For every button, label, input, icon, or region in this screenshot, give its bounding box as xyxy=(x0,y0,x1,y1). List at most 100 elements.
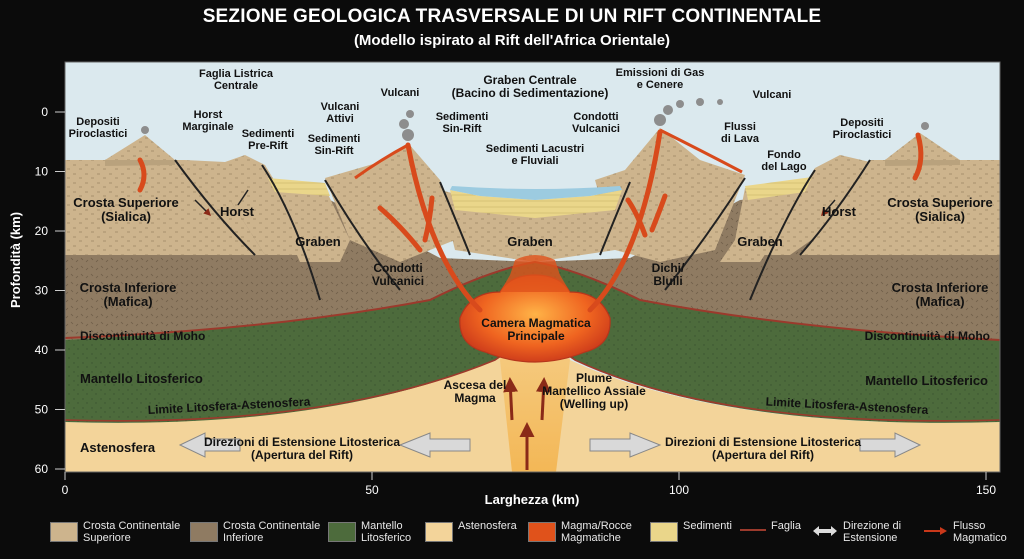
legend-text-line: Direzione di xyxy=(843,520,902,532)
diagram-title: SEZIONE GEOLOGICA TRASVERSALE DI UN RIFT… xyxy=(202,6,822,27)
label-graben-l: Graben xyxy=(295,234,341,249)
label-line: Marginale xyxy=(182,121,233,133)
label-line: (Bacino di Sedimentazione) xyxy=(452,86,609,100)
label-line: Vulcani xyxy=(753,89,792,101)
label-line: e Cenere xyxy=(637,79,683,91)
y-tick-label: 50 xyxy=(35,403,49,417)
label-line: Sedimenti xyxy=(308,133,361,145)
graben-left-block xyxy=(265,180,350,262)
magma-conduits xyxy=(137,129,924,313)
x-tick-label: 50 xyxy=(365,483,379,497)
legend-swatch xyxy=(650,522,678,542)
legend-text-line: Sedimenti xyxy=(683,520,732,532)
label-line: Graben xyxy=(507,234,553,249)
label-line: Horst xyxy=(220,204,255,219)
label-line: Mantello Litosferico xyxy=(865,373,988,388)
label-moho-l: Discontinuità di Moho xyxy=(80,329,205,343)
x-tick-label: 0 xyxy=(62,483,69,497)
legend-text: Faglia xyxy=(771,520,801,532)
legend-swatch xyxy=(740,529,766,531)
label-volcanoes-left: Vulcani xyxy=(381,87,420,99)
label-line: Attivi xyxy=(326,113,354,125)
label-line: Centrale xyxy=(214,80,258,92)
label-line: Graben Centrale xyxy=(483,73,577,87)
diagram-subtitle: (Modello ispirato al Rift dell'Africa Or… xyxy=(353,32,671,49)
label-line: Crosta Superiore xyxy=(887,195,992,210)
label-moho-r: Discontinuità di Moho xyxy=(865,329,990,343)
label-graben-central: Graben Centrale(Bacino di Sedimentazione… xyxy=(452,73,609,100)
label-line: Discontinuità di Moho xyxy=(865,329,990,343)
y-tick-label: 0 xyxy=(41,105,48,119)
label-line: Sedimenti xyxy=(242,128,295,140)
legend-item: Faglia xyxy=(740,520,801,532)
label-line: Emissioni di Gas xyxy=(616,67,705,79)
label-line: Bluili xyxy=(653,274,682,288)
legend-text-line: Crosta Continentale xyxy=(223,520,321,532)
label-upper-crust-l: Crosta Superiore(Sialica) xyxy=(73,195,178,224)
y-tick-label: 10 xyxy=(35,165,49,179)
label-line: Fondo xyxy=(767,149,801,161)
legend-text-line: Faglia xyxy=(771,520,801,532)
label-line: Flussi xyxy=(724,121,756,133)
chamber-apex xyxy=(500,255,570,292)
label-line: Sedimenti Lacustri xyxy=(486,143,584,155)
horst-left-block xyxy=(185,155,320,255)
label-horst-l: Horst xyxy=(220,204,255,219)
legend-swatch xyxy=(328,522,356,542)
volcano-right-block xyxy=(595,128,745,262)
lava-flow-right xyxy=(659,128,743,174)
label-line: (Apertura del Rift) xyxy=(251,448,353,462)
label-line: Pre-Rift xyxy=(248,140,288,152)
label-line: Direzioni di Estensione Litosterica xyxy=(204,435,400,449)
label-line: Depositi xyxy=(840,117,883,129)
label-lower-crust-l: Crosta Inferiore(Mafica) xyxy=(80,280,177,309)
label-graben-c: Graben xyxy=(507,234,553,249)
label-line: Astenosfera xyxy=(80,440,156,455)
legend-swatch xyxy=(190,522,218,542)
label-ext-r: Direzioni di Estensione Litosterica(Aper… xyxy=(665,435,861,462)
label-line: Direzioni di Estensione Litosterica xyxy=(665,435,861,449)
label-line: Depositi xyxy=(76,116,119,128)
x-axis-label: Larghezza (km) xyxy=(485,492,580,507)
label-line: Crosta Inferiore xyxy=(892,280,989,295)
label-line: Sin-Rift xyxy=(314,145,353,157)
label-line: (Sialica) xyxy=(915,209,965,224)
legend-text: Astenosfera xyxy=(458,520,517,532)
horst-right-block xyxy=(760,155,870,255)
label-volcanoes-right: Vulcani xyxy=(753,89,792,101)
label-line: Ascesa del xyxy=(444,378,507,392)
x-tick-label: 150 xyxy=(976,483,996,497)
label-upper-crust-r: Crosta Superiore(Sialica) xyxy=(887,195,992,224)
label-line: Graben xyxy=(295,234,341,249)
label-line: Graben xyxy=(737,234,783,249)
label-line: Sedimenti xyxy=(436,111,489,123)
fault-lines xyxy=(174,159,871,301)
label-line: Vulcani xyxy=(321,101,360,113)
label-line: Discontinuità di Moho xyxy=(80,329,205,343)
y-tick-label: 30 xyxy=(35,284,49,298)
label-line: Mantello Litosferico xyxy=(80,371,203,386)
x-tick-label: 100 xyxy=(669,483,689,497)
label-line: Vulcanici xyxy=(372,274,424,288)
label-mantle-r: Mantello Litosferico xyxy=(865,373,988,388)
legend-text-line: Estensione xyxy=(843,532,898,544)
legend-text-line: Magmatiche xyxy=(561,532,621,544)
label-line: Vulcanici xyxy=(572,123,620,135)
